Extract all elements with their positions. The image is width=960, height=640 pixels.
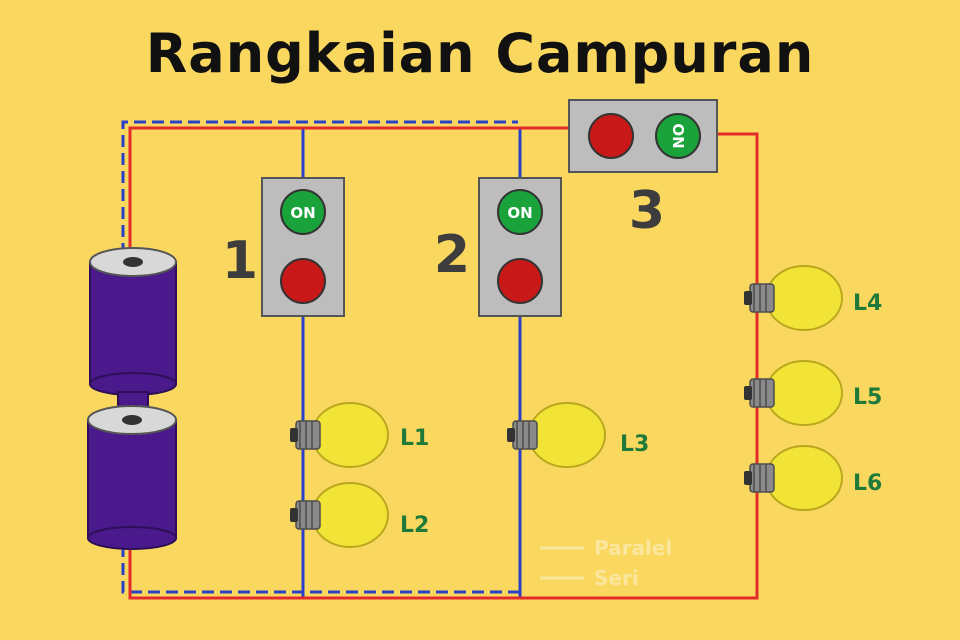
switch-1-on-label: ON (290, 204, 315, 222)
lamp-l4-label: L4 (853, 291, 882, 316)
lamp-l3 (506, 402, 606, 468)
legend-series-label: Seri (594, 566, 639, 590)
switch-2[interactable]: ON (478, 177, 562, 317)
lamp-l6-label: L6 (853, 471, 882, 496)
switch-2-on-label: ON (507, 204, 532, 222)
switch-3[interactable]: ON (568, 99, 718, 173)
switch-3-on-button[interactable] (655, 113, 701, 159)
lamp-l2-label: L2 (400, 513, 429, 538)
lamp-l1 (289, 402, 389, 468)
battery-icon (87, 247, 177, 550)
parallel-wire-outline (121, 120, 520, 594)
lamp-l2 (289, 482, 389, 548)
lamp-l5 (743, 360, 843, 426)
switch-1-number: 1 (222, 231, 258, 291)
switch-2-number: 2 (434, 225, 470, 285)
switch-3-number: 3 (629, 181, 665, 241)
legend-parallel-label: Paralel (594, 536, 672, 560)
lamp-l6 (743, 445, 843, 511)
switch-1[interactable]: ON (261, 177, 345, 317)
lamp-l5-label: L5 (853, 385, 882, 410)
lamp-l3-label: L3 (620, 432, 649, 457)
switch-2-off-button[interactable] (497, 258, 543, 304)
switch-3-off-button[interactable] (588, 113, 634, 159)
switch-2-on-button[interactable] (497, 189, 543, 235)
series-wire (128, 126, 759, 600)
switch-1-on-button[interactable] (280, 189, 326, 235)
lamp-l1-label: L1 (400, 426, 429, 451)
legend: Paralel Seri (540, 536, 672, 590)
lamp-l4 (743, 265, 843, 331)
diagram-title: Rangkaian Campuran (145, 22, 815, 85)
switch-1-off-button[interactable] (280, 258, 326, 304)
switch-3-on-label: ON (669, 123, 687, 148)
